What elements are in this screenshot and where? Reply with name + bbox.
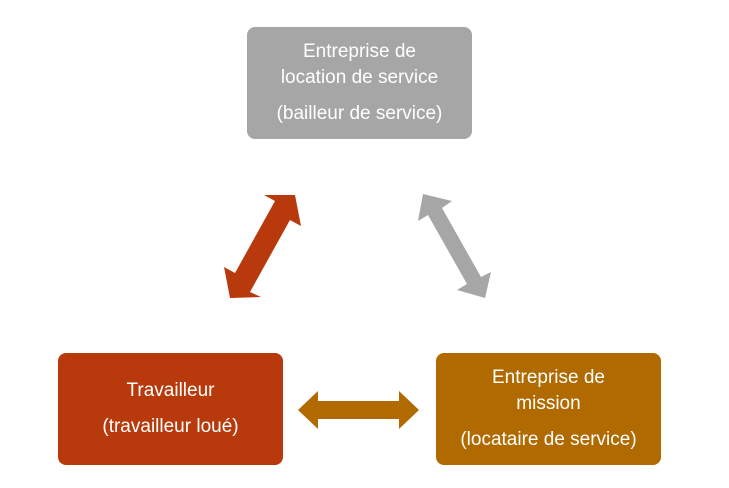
- node-left-name: Travailleur: [126, 380, 215, 401]
- node-right-name-line2: mission: [516, 393, 581, 414]
- double-arrow-travailleur-bailleur: [224, 195, 301, 298]
- node-top-role: (bailleur de service): [276, 103, 443, 124]
- double-arrow-travailleur-locataire: [298, 391, 419, 429]
- node-right-name-line1: Entreprise de: [491, 367, 605, 388]
- node-travailleur-loue: Travailleur (travailleur loué): [58, 353, 283, 465]
- node-right-name: Entreprise de mission: [492, 365, 605, 417]
- node-bailleur-de-service: Entreprise de location de service (baill…: [247, 27, 472, 139]
- node-top-name-line1: Entreprise de: [302, 41, 416, 62]
- node-top-name: Entreprise de location de service: [281, 39, 438, 91]
- node-top-name-line2: location de service: [280, 67, 439, 88]
- node-left-role: (travailleur loué): [102, 416, 239, 437]
- double-arrow-bailleur-locataire: [418, 194, 491, 298]
- node-locataire-de-service: Entreprise de mission (locataire de serv…: [436, 353, 661, 465]
- node-right-role: (locataire de service): [460, 429, 637, 450]
